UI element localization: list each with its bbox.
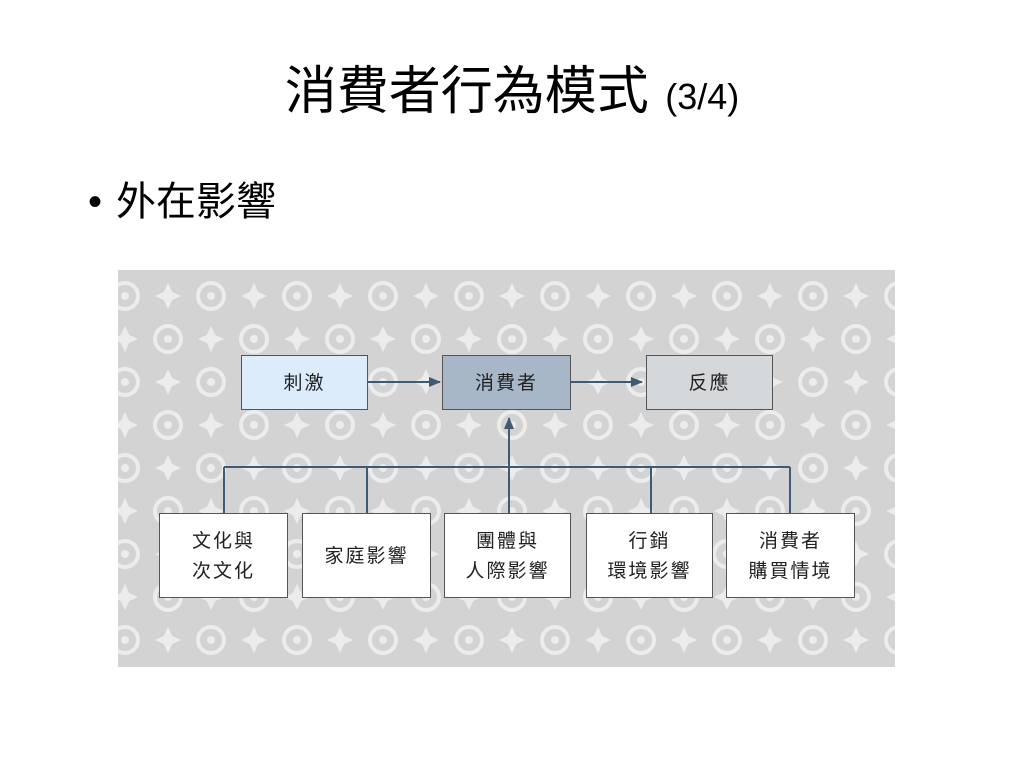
consumer-box: 消費者	[442, 355, 571, 410]
influence-culture-box: 文化與 次文化	[159, 513, 288, 598]
influence-group-box: 團體與 人際影響	[444, 513, 571, 598]
stimulus-box: 刺激	[241, 355, 368, 410]
influence-family-box: 家庭影響	[302, 513, 431, 598]
connector-lines	[223, 377, 791, 513]
bullet-marker: •	[88, 180, 103, 224]
slide-title: 消費者行為模式 (3/4)	[0, 52, 1024, 137]
bullet-text: 外在影響	[116, 179, 277, 225]
influence-marketing-box: 行銷 環境影響	[586, 513, 713, 598]
response-box: 反應	[646, 355, 773, 410]
slide-title-page: (3/4)	[665, 76, 740, 117]
influence-diagram: 刺激 消費者 反應 文化與 次文化 家庭影響 團體與 人際影響 行銷 環境影響 …	[118, 270, 895, 667]
background-pattern	[118, 270, 895, 667]
slide-title-main: 消費者行為模式	[284, 62, 649, 122]
influence-situation-box: 消費者 購買情境	[726, 513, 855, 598]
bullet-item: • 外在影響	[88, 172, 276, 232]
